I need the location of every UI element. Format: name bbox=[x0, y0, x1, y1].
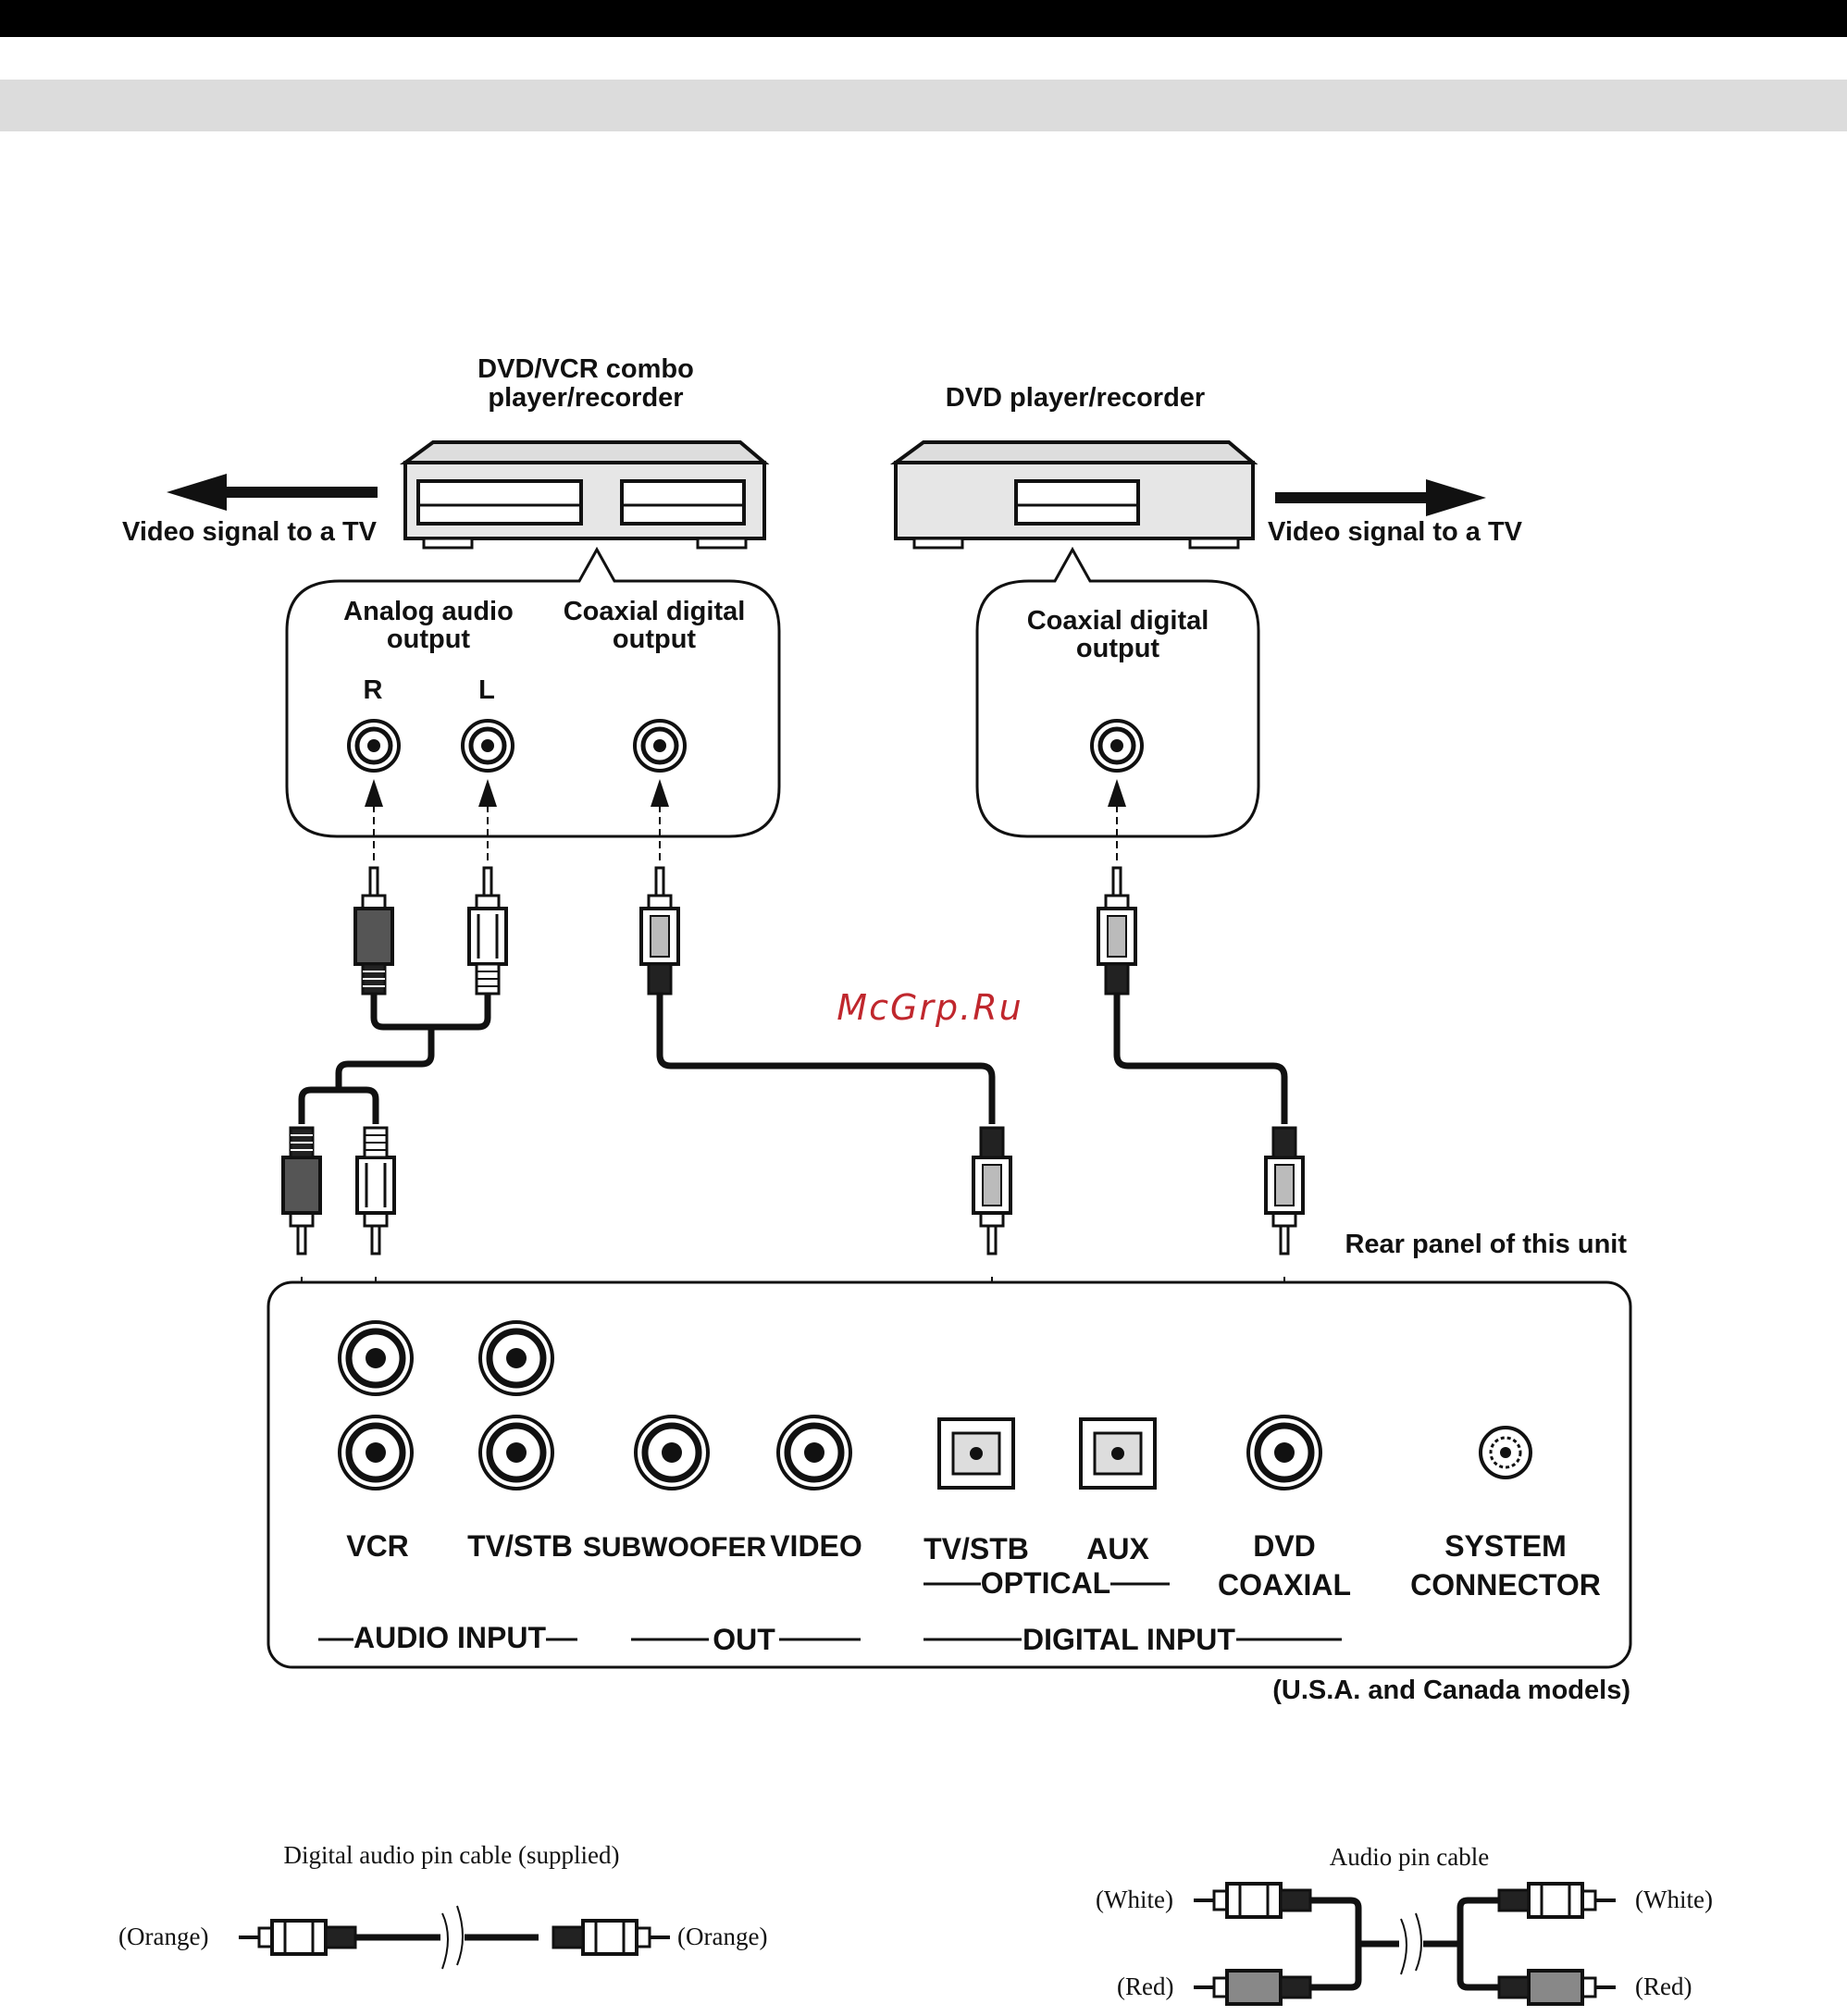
dvd-vcr-combo-device bbox=[399, 440, 770, 550]
tvstb-audio-l-jack bbox=[480, 1322, 552, 1394]
top-black-bar bbox=[0, 0, 1847, 37]
dvd-coaxial-input-jack bbox=[1248, 1416, 1320, 1489]
combo-coaxial-label-line2: output bbox=[613, 625, 697, 654]
combo-title-line1: DVD/VCR combo bbox=[477, 354, 694, 384]
red-left-label: (Red) bbox=[1117, 1973, 1173, 2000]
white-left-label: (White) bbox=[1096, 1886, 1173, 1913]
video-signal-right-label: Video signal to a TV bbox=[1268, 517, 1523, 547]
combo-coaxial-jack bbox=[635, 721, 685, 771]
system-label: SYSTEM bbox=[1444, 1529, 1567, 1563]
optical-aux-label: AUX bbox=[1086, 1532, 1149, 1565]
combo-coaxial-label-line1: Coaxial digital bbox=[564, 597, 746, 626]
rear-panel-title: Rear panel of this unit bbox=[1345, 1230, 1627, 1259]
dvd-coaxial-label-line1: Coaxial digital bbox=[1027, 606, 1209, 636]
vcr-label: VCR bbox=[346, 1529, 409, 1563]
dvd-title: DVD player/recorder bbox=[946, 383, 1205, 413]
dvd-output-callout bbox=[975, 546, 1260, 838]
audio-pin-cable bbox=[1192, 1882, 1618, 2006]
upper-arrowheads bbox=[365, 779, 1126, 807]
white-right-label: (White) bbox=[1635, 1886, 1713, 1913]
coaxial-plug-to-panel-a bbox=[972, 1126, 1012, 1255]
vcr-audio-r-jack bbox=[340, 1416, 412, 1489]
video-arrow-left bbox=[167, 474, 378, 511]
optical-tvstb-jack bbox=[937, 1417, 1015, 1490]
connector-label: CONNECTOR bbox=[1410, 1568, 1601, 1602]
models-note: (U.S.A. and Canada models) bbox=[1272, 1676, 1630, 1705]
optical-aux-jack bbox=[1079, 1417, 1157, 1490]
combo-coaxial-plug bbox=[639, 866, 680, 996]
dvd-coaxial-label-line2: output bbox=[1076, 634, 1160, 663]
video-arrow-right bbox=[1275, 479, 1486, 516]
orange-right-label: (Orange) bbox=[677, 1923, 767, 1950]
combo-audio-l-jack bbox=[463, 721, 513, 771]
optical-group-label: OPTICAL bbox=[981, 1566, 1110, 1600]
dvd-label: DVD bbox=[1253, 1529, 1316, 1563]
watermark: McGrp.Ru bbox=[837, 987, 1023, 1028]
coaxial-plug-to-panel-b bbox=[1264, 1126, 1305, 1255]
audio-cable-title: Audio pin cable bbox=[1330, 1843, 1489, 1871]
tvstb-label: TV/STB bbox=[467, 1529, 573, 1563]
vcr-audio-l-plug bbox=[355, 1126, 396, 1255]
tvstb-audio-r-jack bbox=[480, 1416, 552, 1489]
video-signal-left-label: Video signal to a TV bbox=[122, 517, 378, 547]
digital-pin-cable bbox=[237, 1905, 672, 1970]
orange-left-label: (Orange) bbox=[118, 1923, 208, 1950]
out-group-label: OUT bbox=[713, 1623, 775, 1656]
subwoofer-label: SUBWOOFER bbox=[583, 1532, 767, 1563]
analog-output-label-line2: output bbox=[387, 625, 471, 654]
video-label: VIDEO bbox=[770, 1529, 862, 1563]
digital-cable-title: Digital audio pin cable (supplied) bbox=[284, 1841, 620, 1869]
optical-tvstb-label: TV/STB bbox=[924, 1532, 1029, 1565]
vcr-audio-r-plug bbox=[281, 1126, 322, 1255]
vcr-audio-l-jack bbox=[340, 1322, 412, 1394]
section-header-bar bbox=[0, 80, 1847, 131]
left-channel-label: L bbox=[478, 675, 495, 705]
combo-output-callout bbox=[285, 546, 781, 838]
dvd-coaxial-jack bbox=[1092, 721, 1142, 771]
cables bbox=[298, 994, 1288, 1124]
red-right-label: (Red) bbox=[1635, 1973, 1692, 2000]
system-connector-jack bbox=[1479, 1426, 1532, 1479]
audio-input-group-label: AUDIO INPUT bbox=[353, 1621, 546, 1654]
subwoofer-jack bbox=[636, 1416, 708, 1489]
right-channel-label: R bbox=[364, 675, 383, 705]
combo-audio-r-plug bbox=[353, 866, 394, 996]
dvd-coaxial-plug bbox=[1097, 866, 1137, 996]
combo-title-line2: player/recorder bbox=[488, 383, 683, 413]
combo-audio-r-jack bbox=[349, 721, 399, 771]
digital-input-group-label: DIGITAL INPUT bbox=[1023, 1623, 1235, 1656]
coaxial-label: COAXIAL bbox=[1218, 1568, 1351, 1602]
analog-output-label-line1: Analog audio bbox=[343, 597, 514, 626]
dvd-player-device bbox=[889, 440, 1258, 550]
combo-audio-l-plug bbox=[467, 866, 508, 996]
video-jack bbox=[778, 1416, 850, 1489]
